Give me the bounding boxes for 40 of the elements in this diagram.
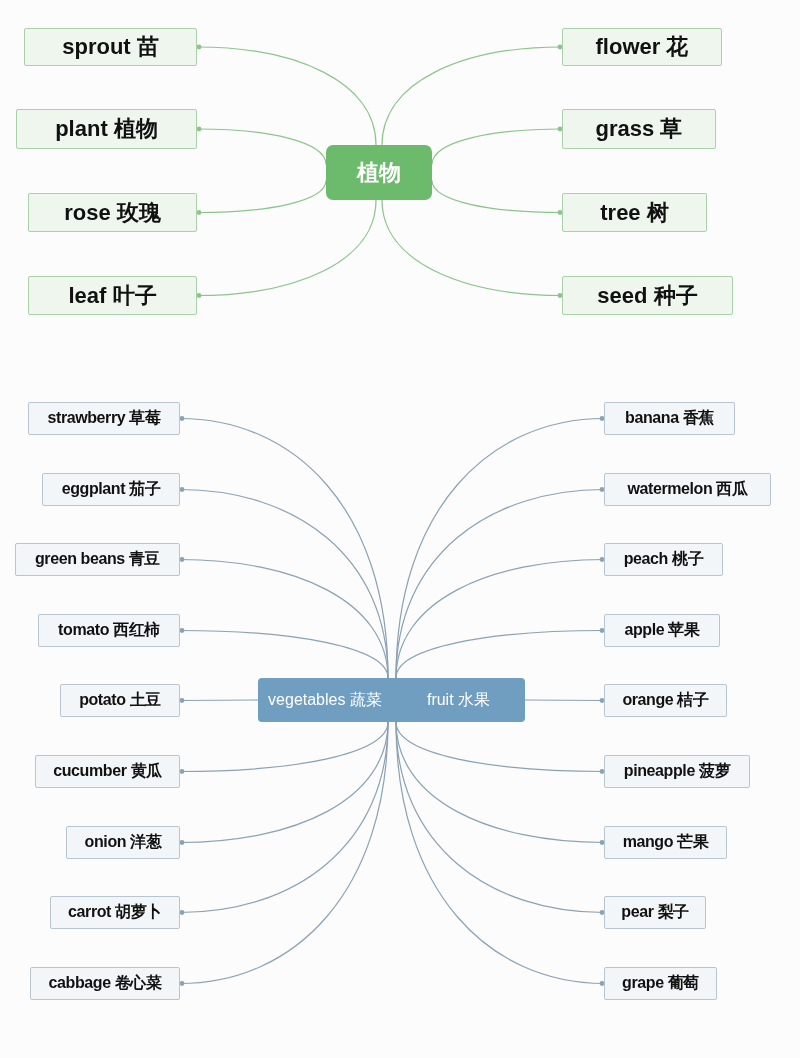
term-box: apple 苹果 [604,614,720,647]
connector-line [179,487,389,679]
term-box: carrot 胡萝卜 [50,896,180,929]
term-box: strawberry 草莓 [28,402,180,435]
connector-line [179,721,389,986]
term-box: tree 树 [562,193,707,232]
term-box: plant 植物 [16,109,197,149]
term-box: rose 玫瑰 [28,193,197,232]
term-box: cabbage 卷心菜 [30,967,180,1000]
term-box: orange 桔子 [604,684,727,717]
term-box: tomato 西红柿 [38,614,180,647]
topic-box: fruit 水果 [392,678,525,722]
connector-line [524,698,605,703]
connector-line [179,698,259,703]
term-box: pineapple 菠萝 [604,755,750,788]
term-box: sprout 苗 [24,28,197,66]
term-box: watermelon 西瓜 [604,473,771,506]
connector-line [395,557,605,679]
term-box: mango 芒果 [604,826,727,859]
connector-line [196,44,377,146]
term-box: banana 香蕉 [604,402,735,435]
connector-line [395,721,605,986]
term-box: seed 种子 [562,276,733,315]
term-box: grass 草 [562,109,716,149]
term-box: onion 洋葱 [66,826,180,859]
term-box: leaf 叶子 [28,276,197,315]
topic-box: 植物 [326,145,432,200]
term-box: flower 花 [562,28,722,66]
term-box: potato 土豆 [60,684,180,717]
term-box: eggplant 茄子 [42,473,180,506]
term-box: pear 梨子 [604,896,706,929]
connector-line [196,199,377,298]
topic-box: vegetables 蔬菜 [258,678,392,722]
term-box: green beans 青豆 [15,543,180,576]
connector-line [179,557,389,679]
connector-line [381,199,563,298]
term-box: cucumber 黄瓜 [35,755,180,788]
term-box: grape 葡萄 [604,967,717,1000]
term-box: peach 桃子 [604,543,723,576]
connector-line [381,44,563,146]
